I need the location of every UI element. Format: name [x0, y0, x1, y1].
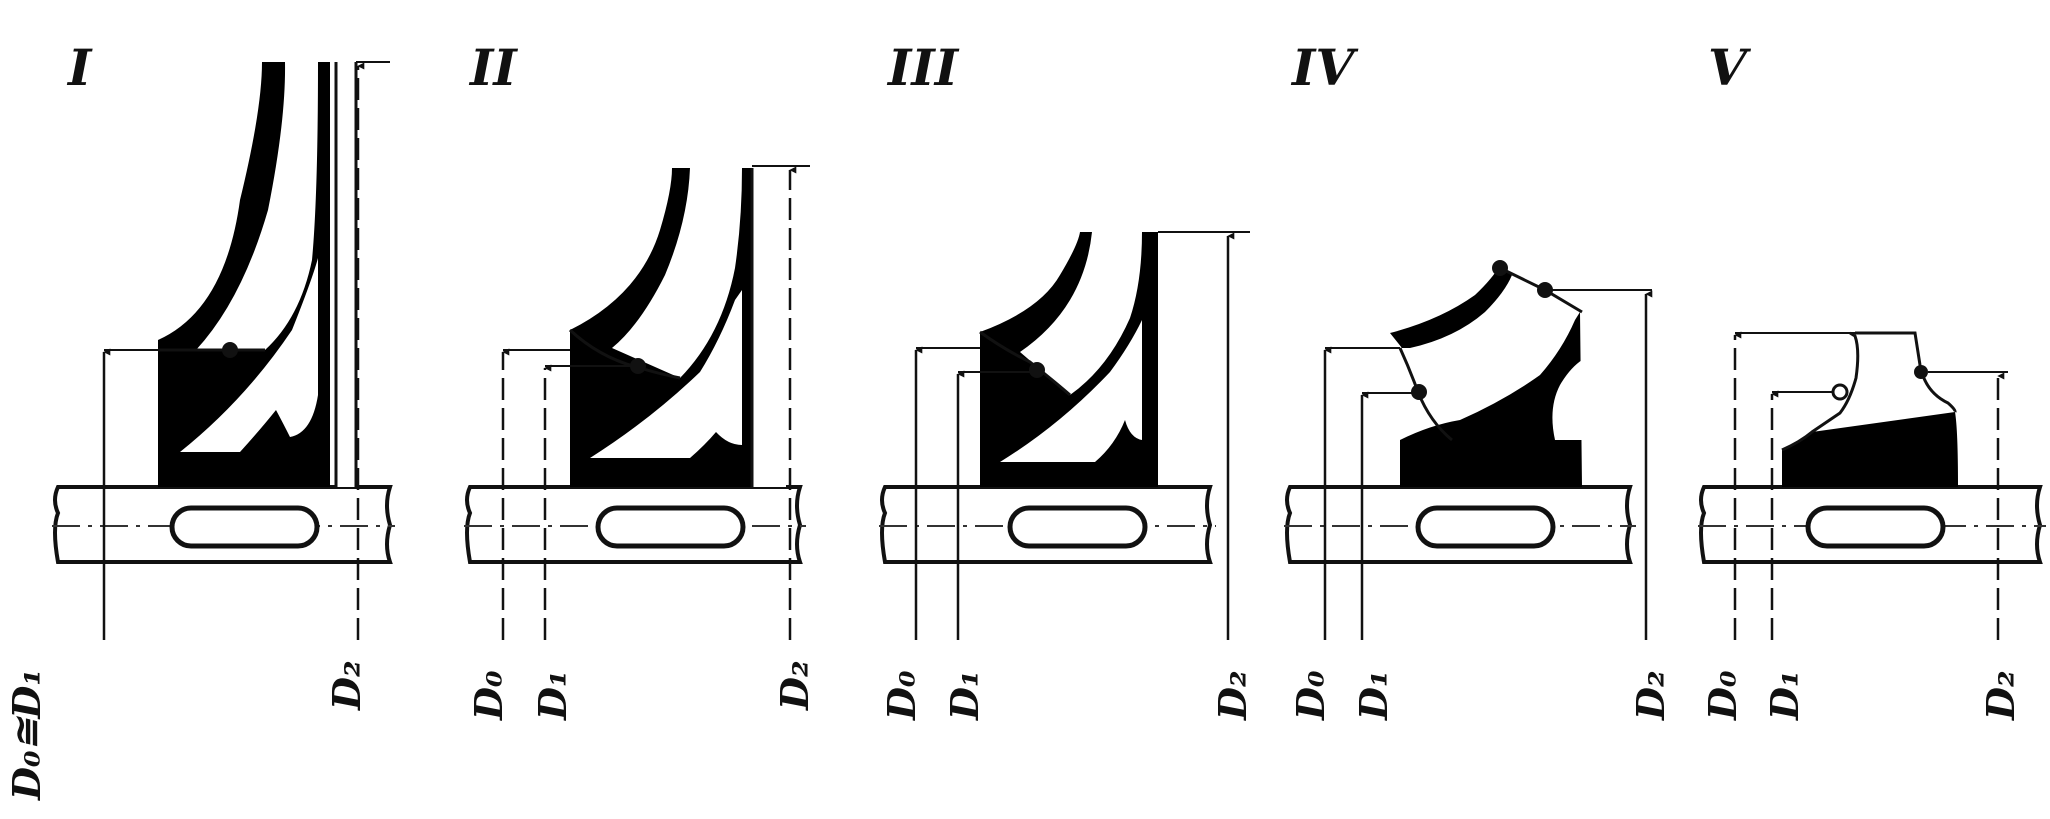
shaft: [879, 485, 1216, 564]
dimension-label: D₁: [530, 670, 575, 721]
impeller-section: [1390, 260, 1583, 487]
panel-2: II D₀ D₁ D₂: [464, 38, 817, 721]
panel-numeral: II: [468, 38, 518, 97]
panel-numeral: III: [886, 38, 960, 97]
dimension-label: D₁: [1762, 670, 1807, 721]
impeller-section: [568, 168, 786, 487]
shaft: [1284, 485, 1636, 564]
dimension-label: D₀: [1700, 670, 1745, 721]
impeller-section: [1781, 331, 1958, 487]
shaft: [464, 485, 806, 564]
dimension-label: D₀: [1288, 670, 1333, 721]
panel-numeral: IV: [1290, 38, 1359, 97]
dimension-label: D₂: [324, 660, 369, 711]
dimension-label: D₀: [466, 670, 511, 721]
dimension-label: D₂: [1628, 670, 1673, 721]
impeller-section: [158, 62, 358, 487]
dimension-label: D₀: [879, 670, 924, 721]
shaft: [52, 485, 395, 564]
impeller-section: [979, 232, 1158, 487]
panel-3: III D₀ D₁ D₂: [879, 38, 1255, 721]
panel-5: V D₀ D₁ D₂: [1698, 38, 2046, 721]
panel-numeral: I: [66, 38, 93, 97]
dimension-label: D₂: [1978, 670, 2023, 721]
panel-1: I D₀≅D₁ D₂: [4, 38, 395, 801]
panel-4: IV D₀ D₁ D₂: [1284, 38, 1673, 721]
dimension-label: D₁: [942, 670, 987, 721]
dimension-label: D₀≅D₁: [4, 669, 49, 801]
shaft: [1698, 485, 2046, 564]
dimension-label: D₁: [1351, 670, 1396, 721]
panel-numeral: V: [1708, 38, 1752, 97]
dimension-label: D₂: [772, 660, 817, 711]
dimension-label: D₂: [1210, 670, 1255, 721]
